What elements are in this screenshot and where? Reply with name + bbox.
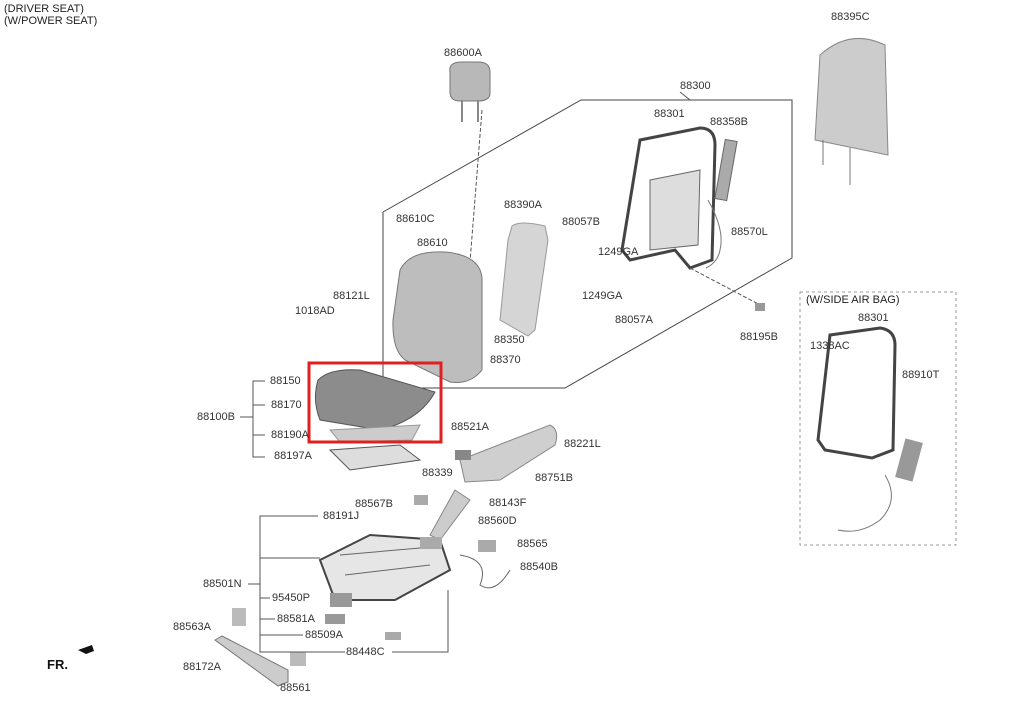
back-frame-shape [620, 126, 717, 270]
part-label[interactable]: 1249GA [582, 290, 623, 302]
front-direction-label: FR. [47, 657, 68, 672]
cushion-pan-shape [328, 444, 422, 471]
part-label[interactable]: 88300 [680, 80, 711, 92]
trim-bar-shape [214, 635, 289, 687]
cushion-shape [314, 369, 436, 431]
part-label[interactable]: 88121L [333, 290, 370, 302]
part-label[interactable]: 88197A [274, 450, 312, 462]
back-pad-shape [499, 222, 549, 337]
part-label[interactable]: 95450P [272, 592, 310, 604]
headrest-shape [449, 61, 491, 102]
part-label[interactable]: 88221L [564, 438, 601, 450]
part-label[interactable]: 88501N [203, 578, 242, 590]
part-label[interactable]: 88565 [517, 538, 548, 550]
harness-shape [459, 554, 511, 589]
part-label[interactable]: 88100B [197, 411, 235, 423]
part-label[interactable]: 1018AD [295, 305, 335, 317]
part-label[interactable]: 88910T [902, 369, 940, 381]
part-label[interactable]: 88560D [478, 515, 517, 527]
part-label[interactable]: 88143F [489, 497, 527, 509]
part-label[interactable]: 88448C [346, 646, 385, 658]
backrest-cover-shape [392, 251, 483, 383]
part-label[interactable]: 88561 [280, 682, 311, 694]
part-label[interactable]: 88567B [355, 498, 393, 510]
part-label[interactable]: 88301 [858, 312, 889, 324]
highlight-box [307, 361, 443, 444]
part-label[interactable]: 1338AC [810, 340, 850, 352]
power-seat-note: (W/POWER SEAT) [4, 15, 98, 27]
part-label[interactable]: 88191J [323, 510, 360, 522]
front-arrow-shape [78, 645, 94, 654]
part-label[interactable]: 88610C [396, 213, 435, 225]
side-airbag-title: (W/SIDE AIR BAG) [806, 294, 900, 306]
part-label[interactable]: 88395C [831, 11, 870, 23]
part-label[interactable]: 88600A [444, 47, 482, 59]
part-label[interactable]: 88509A [305, 629, 343, 641]
part-label[interactable]: 88751B [535, 472, 573, 484]
part-label[interactable]: 88190A [271, 429, 309, 441]
part-label[interactable]: 88057B [562, 216, 600, 228]
part-label[interactable]: 88610 [417, 237, 448, 249]
part-label[interactable]: 88358B [710, 116, 748, 128]
part-label[interactable]: 88570L [731, 226, 768, 238]
side-shield-shape [459, 424, 558, 483]
part-label[interactable]: 88350 [494, 334, 525, 346]
part-label[interactable]: 88170 [271, 399, 302, 411]
part-label[interactable]: 88370 [490, 354, 521, 366]
mesh-pad-shape [814, 38, 889, 156]
part-label[interactable]: 88390A [504, 199, 542, 211]
part-label[interactable]: 88172A [183, 661, 221, 673]
part-label[interactable]: 88339 [422, 467, 453, 479]
side-airbag-box [799, 291, 957, 546]
part-label[interactable]: 88301 [654, 108, 685, 120]
part-label[interactable]: 88540B [520, 561, 558, 573]
part-label[interactable]: 88195B [740, 331, 778, 343]
part-label[interactable]: 88563A [173, 621, 211, 633]
airbag-frame-shape [816, 326, 897, 460]
part-label[interactable]: 1249GA [598, 246, 639, 258]
part-label[interactable]: 88150 [270, 375, 301, 387]
part-label[interactable]: 88057A [615, 314, 653, 326]
part-label[interactable]: 88581A [277, 613, 315, 625]
part-label[interactable]: 88521A [451, 421, 489, 433]
seat-type-note: (DRIVER SEAT) [4, 3, 84, 15]
